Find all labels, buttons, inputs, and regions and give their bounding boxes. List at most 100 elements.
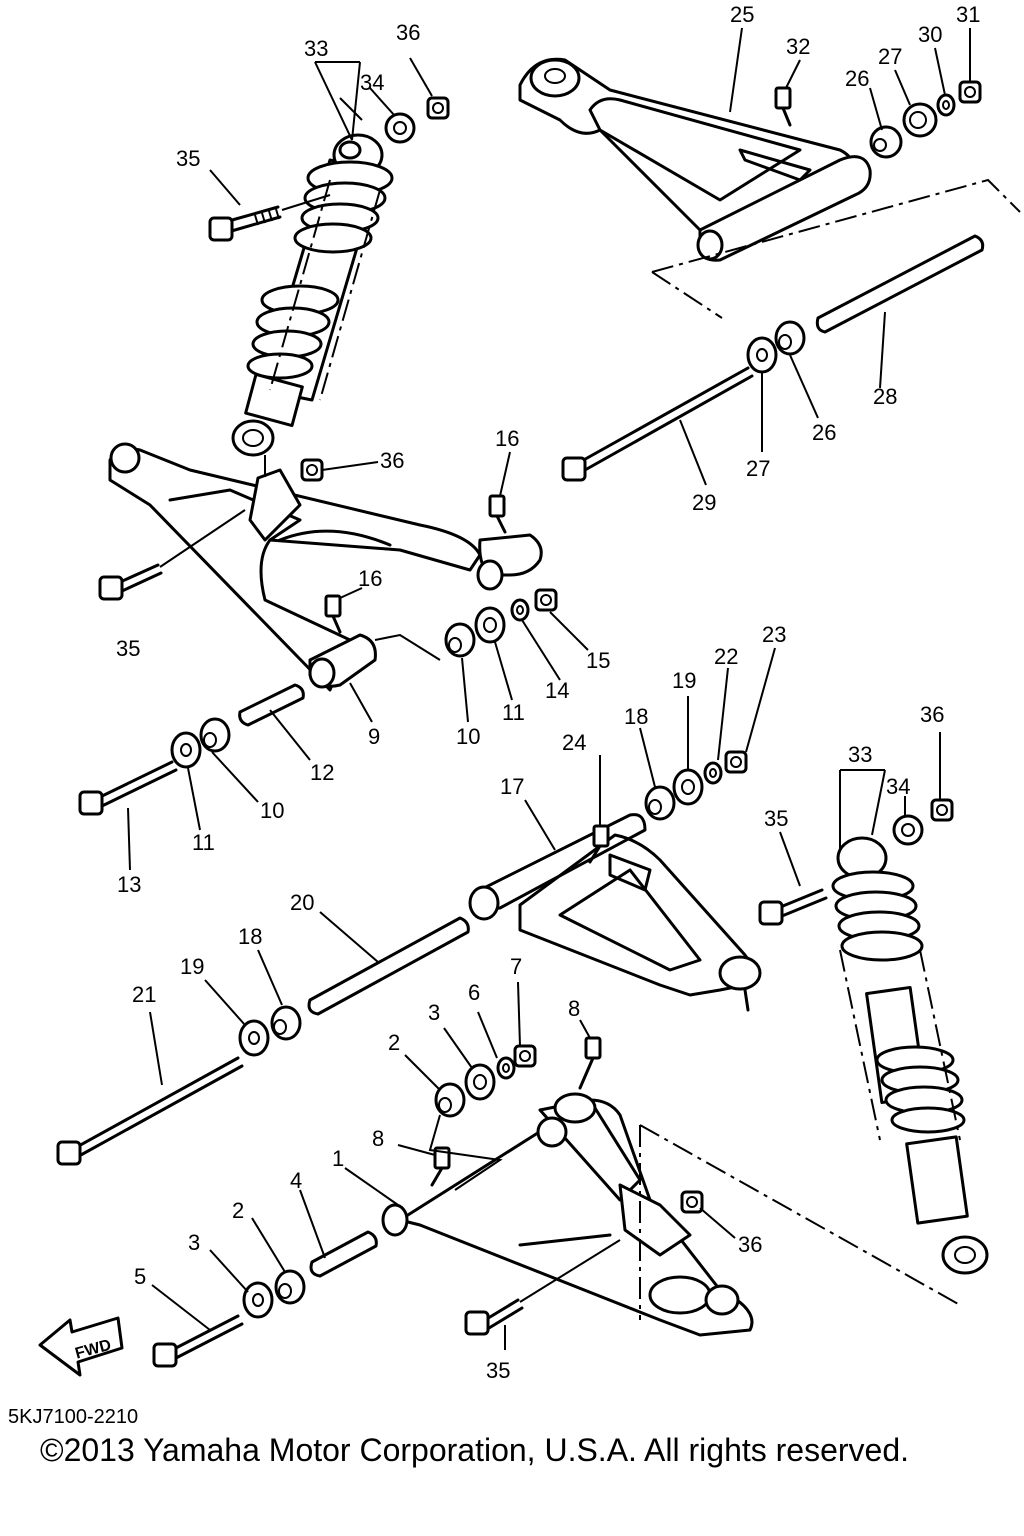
seal-19-left: [238, 1019, 270, 1057]
nut-31: [958, 80, 982, 104]
bushing-18-right: [644, 785, 676, 821]
callout-33: 33: [304, 36, 328, 61]
seal-11-right: [474, 606, 506, 644]
callout-16: 16: [495, 426, 519, 451]
callout-34: 34: [360, 70, 384, 95]
grease-nipple-8-lower: [430, 1146, 451, 1187]
bushing-2-right: [434, 1082, 466, 1118]
callout-32: 32: [786, 34, 810, 59]
washer-22: [703, 761, 723, 785]
collar-28: [815, 234, 985, 334]
callout-29: 29: [692, 490, 716, 515]
callout-35: 35: [176, 146, 200, 171]
callout-22: 22: [714, 644, 738, 669]
bushing-2-left: [274, 1269, 306, 1305]
callout-18: 18: [238, 924, 262, 949]
callout-27: 27: [746, 456, 770, 481]
washer-14: [510, 598, 530, 622]
callout-26: 26: [845, 66, 869, 91]
seal-19-right: [672, 768, 704, 806]
callout-36: 36: [920, 702, 944, 727]
bushing-26-upper: [869, 125, 903, 159]
collar-34-upper: [384, 112, 416, 144]
lower-arm-9: [108, 442, 543, 692]
nut-36-right: [930, 798, 954, 822]
bushing-10-right: [444, 622, 476, 658]
upper-arm-25: [518, 57, 872, 262]
callout-15: 15: [586, 648, 610, 673]
seal-27-upper: [902, 102, 938, 138]
nut-15: [534, 588, 558, 612]
upper-arm-axis-line: [651, 178, 1021, 319]
callout-7: 7: [510, 954, 522, 979]
callout-6: 6: [468, 980, 480, 1005]
collar-12: [238, 683, 305, 727]
bolt-35-bottom: [464, 1239, 621, 1336]
shock-mount-line: [639, 1124, 961, 1320]
callout-31: 31: [956, 2, 980, 27]
upper-left-shock-absorber: [231, 133, 394, 457]
bushing-26-lower: [774, 320, 806, 356]
grease-nipple-24: [588, 824, 610, 864]
callout-36: 36: [396, 20, 420, 45]
callout-26: 26: [812, 420, 836, 445]
grease-nipple-16-upper: [488, 494, 507, 534]
nut-23: [724, 750, 748, 774]
seal-11-left: [170, 731, 202, 769]
callout-10: 10: [456, 724, 480, 749]
callout-11: 11: [502, 700, 525, 725]
bolt-35-right: [758, 888, 828, 926]
washer-6: [496, 1056, 516, 1080]
callout-34: 34: [886, 774, 910, 799]
callout-36: 36: [380, 448, 404, 473]
callout-12: 12: [310, 760, 334, 785]
collar-4: [309, 1230, 378, 1278]
callout-2: 2: [232, 1198, 244, 1223]
callout-30: 30: [918, 22, 942, 47]
collar-20: [307, 916, 470, 1016]
seal-27-lower: [746, 336, 778, 374]
nut-36-bottom: [680, 1190, 704, 1214]
bolt-21: [56, 1056, 244, 1166]
callout-10: 10: [260, 798, 284, 823]
callout-1: 1: [332, 1146, 344, 1171]
callout-3: 3: [188, 1230, 200, 1255]
callout-5: 5: [134, 1264, 146, 1289]
callout-3: 3: [428, 1000, 440, 1025]
callout-8: 8: [568, 996, 580, 1021]
callout-33: 33: [848, 742, 872, 767]
callout-20: 20: [290, 890, 314, 915]
nut-7: [513, 1044, 537, 1068]
callout-23: 23: [762, 622, 786, 647]
callout-35: 35: [486, 1358, 510, 1383]
grease-nipple-8-upper: [578, 1036, 602, 1090]
bolt-5: [152, 1314, 244, 1368]
forward-arrow: FWD: [38, 1316, 124, 1377]
callout-19: 19: [180, 954, 204, 979]
nut-36-upper: [426, 96, 450, 120]
bolt-35-mid: [98, 509, 246, 601]
grease-nipple-32: [774, 86, 792, 127]
bolt-35-upper-shock: [208, 194, 331, 242]
callout-16: 16: [358, 566, 382, 591]
arm-1-bracket-line: [428, 1114, 503, 1191]
seal-3-left: [242, 1281, 274, 1319]
bushing-18-left: [270, 1005, 302, 1041]
callout-13: 13: [117, 872, 141, 897]
nut-36-mid: [300, 458, 324, 482]
callout-8: 8: [372, 1126, 384, 1151]
callout-11: 11: [192, 830, 215, 855]
callout-25: 25: [730, 2, 754, 27]
callout-27: 27: [878, 44, 902, 69]
callout-28: 28: [873, 384, 897, 409]
grease-nipple-16-lower: [324, 594, 342, 634]
leader-lines: [127, 27, 971, 1350]
lower-arm-1: [381, 1092, 754, 1337]
collar-34-right: [892, 814, 924, 846]
bolt-29: [561, 366, 754, 482]
callout-2: 2: [388, 1030, 400, 1055]
callout-4: 4: [290, 1168, 302, 1193]
drawing-code: 5KJ7100-2210: [8, 1406, 139, 1428]
copyright-notice: ©2013 Yamaha Motor Corporation, U.S.A. A…: [40, 1432, 910, 1468]
